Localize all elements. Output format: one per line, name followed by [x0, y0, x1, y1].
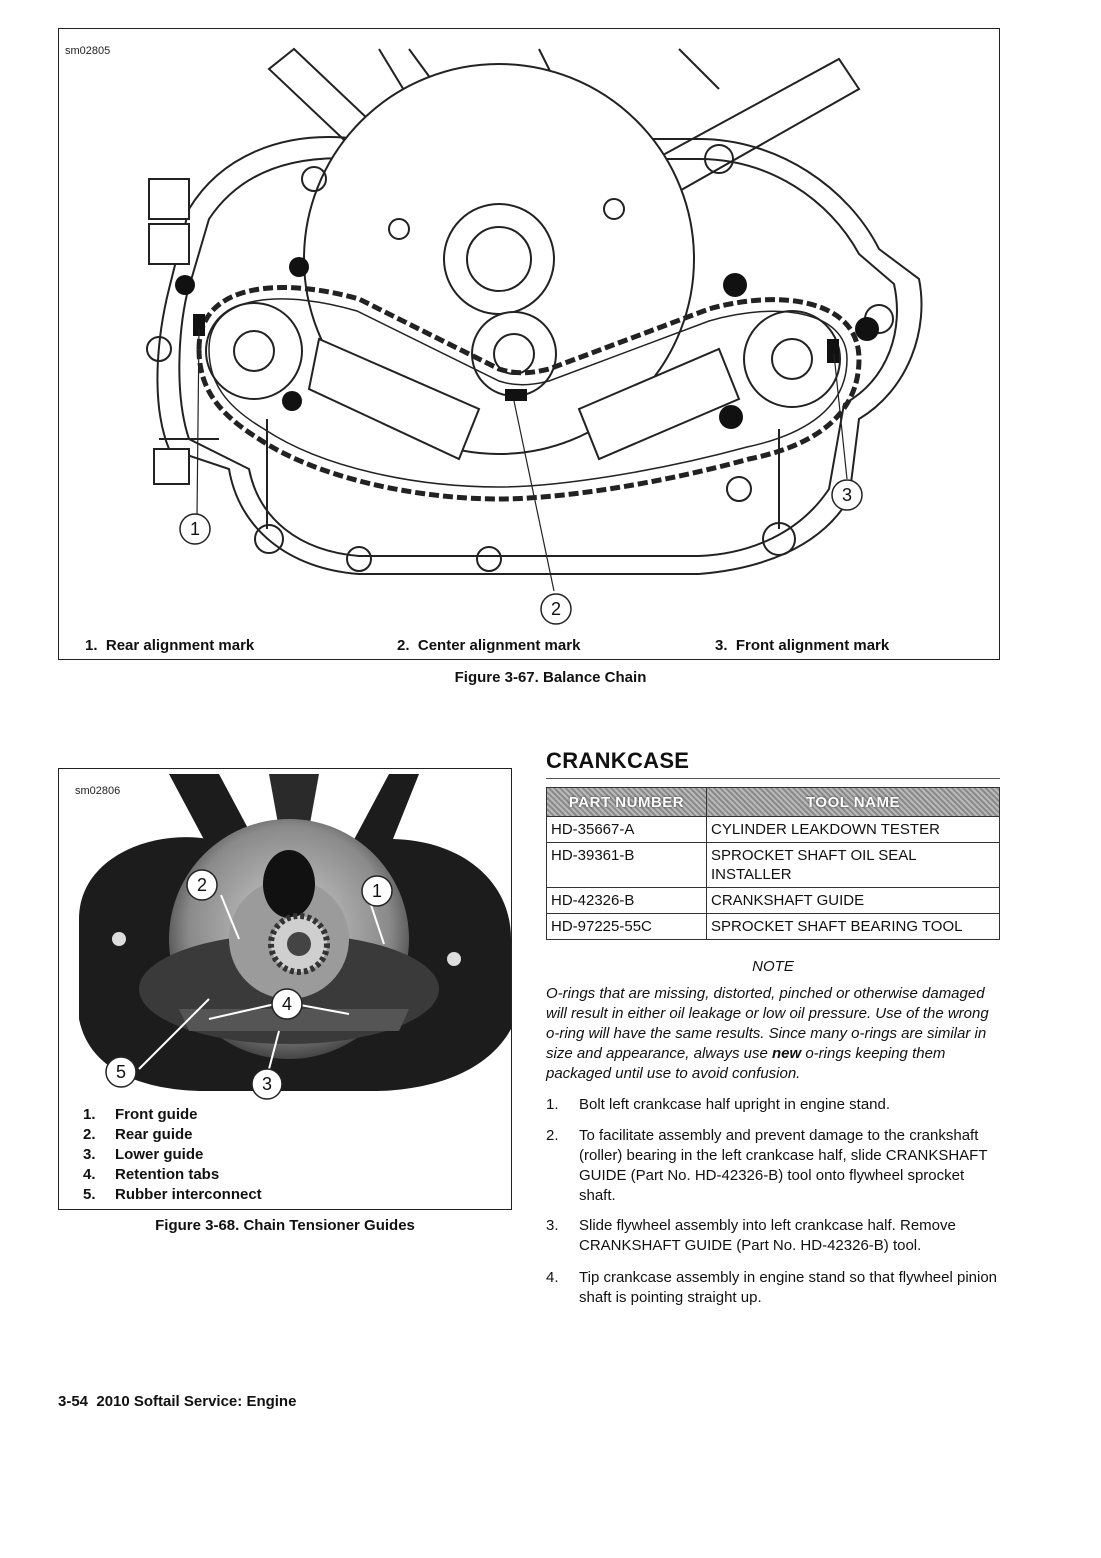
- legend-item-1: 1. Front guide: [83, 1105, 262, 1125]
- legend-num: 3.: [83, 1146, 96, 1163]
- tool-name-cell: CRANKSHAFT GUIDE: [706, 887, 1000, 914]
- legend-label: Center alignment mark: [417, 637, 581, 654]
- callout-3: [831, 479, 863, 511]
- balance-chain-illustration: 1 2 3: [146, 47, 923, 625]
- figure-caption: Figure 3-67. Balance Chain: [454, 669, 647, 686]
- callout-1-label: 1: [190, 519, 200, 539]
- figure-id: sm02805: [65, 45, 111, 57]
- callout-4: [271, 988, 303, 1020]
- legend-item-5: 5. Rubber interconnect: [83, 1185, 262, 1205]
- step-number: 1.: [546, 1096, 559, 1113]
- callout-3: [251, 1068, 283, 1100]
- step-4: 4. Tip crankcase assembly in engine stan…: [546, 1268, 1000, 1308]
- step-text: Bolt left crankcase half upright in engi…: [579, 1096, 891, 1113]
- legend-item-2: 2. Center alignment mark: [397, 637, 580, 654]
- figure-chain-tensioner-guides: 1 2 3 4 5 sm02806 1. Front guide 2. Rear g…: [58, 768, 512, 1210]
- column-header-tool-name: TOOL NAME: [706, 787, 1000, 817]
- legend-num: 2.: [83, 1126, 96, 1143]
- figure-balance-chain: 1 2 3 sm02805 1. Rear alignment mark 2. …: [58, 28, 1000, 660]
- part-number-cell: HD-39361-B: [546, 842, 707, 888]
- figure-caption: Figure 3-68. Chain Tensioner Guides: [155, 1217, 415, 1234]
- legend-label: Rear guide: [115, 1126, 193, 1143]
- callout-2: [540, 593, 572, 625]
- note-text-part: o-rings keeping them packaged until use …: [546, 1045, 946, 1082]
- table-header-row: PART NUMBER TOOL NAME: [546, 787, 1000, 817]
- legend-num: 3.: [715, 637, 728, 654]
- callout-4-label: 4: [282, 994, 292, 1014]
- legend-item-1: 1. Rear alignment mark: [85, 637, 254, 654]
- step-number: 2.: [546, 1127, 559, 1144]
- callout-5: [105, 1056, 137, 1088]
- note-label: NOTE: [752, 958, 794, 975]
- step-3: 3. Slide flywheel assembly into left cra…: [546, 1216, 1000, 1256]
- callout-2-label: 2: [551, 599, 561, 619]
- part-number-cell: HD-97225-55C: [546, 913, 707, 940]
- tool-name-cell: SPROCKET SHAFT OIL SEAL INSTALLER: [706, 842, 1000, 888]
- step-number: 3.: [546, 1217, 559, 1234]
- part-number-cell: HD-35667-A: [546, 816, 707, 843]
- legend-label: Front alignment mark: [735, 637, 890, 654]
- legend-label: Retention tabs: [115, 1166, 220, 1183]
- figure-id: sm02806: [75, 785, 121, 797]
- figure-legend: 1. Rear alignment mark 2. Center alignme…: [59, 635, 999, 657]
- table-row: HD-35667-A CYLINDER LEAKDOWN TESTER: [546, 816, 1000, 843]
- note-text: O-rings that are missing, distorted, pin…: [546, 984, 1000, 1084]
- legend-num: 1.: [83, 1106, 96, 1123]
- step-number: 4.: [546, 1269, 559, 1286]
- legend-num: 2.: [397, 637, 410, 654]
- legend-num: 5.: [83, 1186, 96, 1203]
- legend-label: Lower guide: [115, 1146, 204, 1163]
- title-divider: [546, 778, 1000, 779]
- column-header-part-number: PART NUMBER: [546, 787, 707, 817]
- table-row: HD-42326-B CRANKSHAFT GUIDE: [546, 887, 1000, 914]
- legend-num: 1.: [85, 637, 98, 654]
- callout-2: [186, 869, 218, 901]
- table-row: HD-97225-55C SPROCKET SHAFT BEARING TOOL: [546, 913, 1000, 940]
- chain-tensioner-photo: 1 2 3 4 5: [59, 769, 511, 1109]
- note-text-part: O-rings that are missing, distorted, pin…: [546, 985, 989, 1062]
- callout-5-label: 5: [116, 1062, 126, 1082]
- legend-label: Rubber interconnect: [115, 1186, 262, 1203]
- legend-num: 4.: [83, 1166, 96, 1183]
- legend-item-4: 4. Retention tabs: [83, 1165, 262, 1185]
- step-2: 2. To facilitate assembly and prevent da…: [546, 1126, 1000, 1206]
- step-text: Slide flywheel assembly into left crankc…: [579, 1217, 956, 1254]
- tool-name-cell: CYLINDER LEAKDOWN TESTER: [706, 816, 1000, 843]
- legend-label: Front guide: [115, 1106, 198, 1123]
- step-1: 1. Bolt left crankcase half upright in e…: [546, 1095, 1000, 1115]
- callout-3-label: 3: [842, 485, 852, 505]
- tool-name-cell: SPROCKET SHAFT BEARING TOOL: [706, 913, 1000, 940]
- legend-item-3: 3. Lower guide: [83, 1145, 262, 1165]
- part-number-cell: HD-42326-B: [546, 887, 707, 914]
- tool-table: PART NUMBER TOOL NAME HD-35667-A CYLINDE…: [546, 787, 1000, 940]
- step-text: To facilitate assembly and prevent damag…: [579, 1127, 988, 1204]
- callout-2-label: 2: [197, 875, 207, 895]
- callout-1: [361, 875, 393, 907]
- legend-label: Rear alignment mark: [105, 637, 255, 654]
- note-emphasis: new: [771, 1045, 802, 1062]
- section-title: CRANKCASE: [546, 748, 690, 773]
- legend-item-3: 3. Front alignment mark: [715, 637, 889, 654]
- callout-1-label: 1: [372, 881, 382, 901]
- callout-3-label: 3: [262, 1074, 272, 1094]
- figure-legend: 1. Front guide 2. Rear guide 3. Lower guide…: [83, 1105, 262, 1205]
- page-footer: 3-54 2010 Softail Service: Engine: [58, 1393, 297, 1410]
- step-text: Tip crankcase assembly in engine stand s…: [579, 1269, 998, 1306]
- callout-1: [179, 513, 211, 545]
- legend-item-2: 2. Rear guide: [83, 1125, 262, 1145]
- table-row: HD-39361-B SPROCKET SHAFT OIL SEAL INSTA…: [546, 842, 1000, 888]
